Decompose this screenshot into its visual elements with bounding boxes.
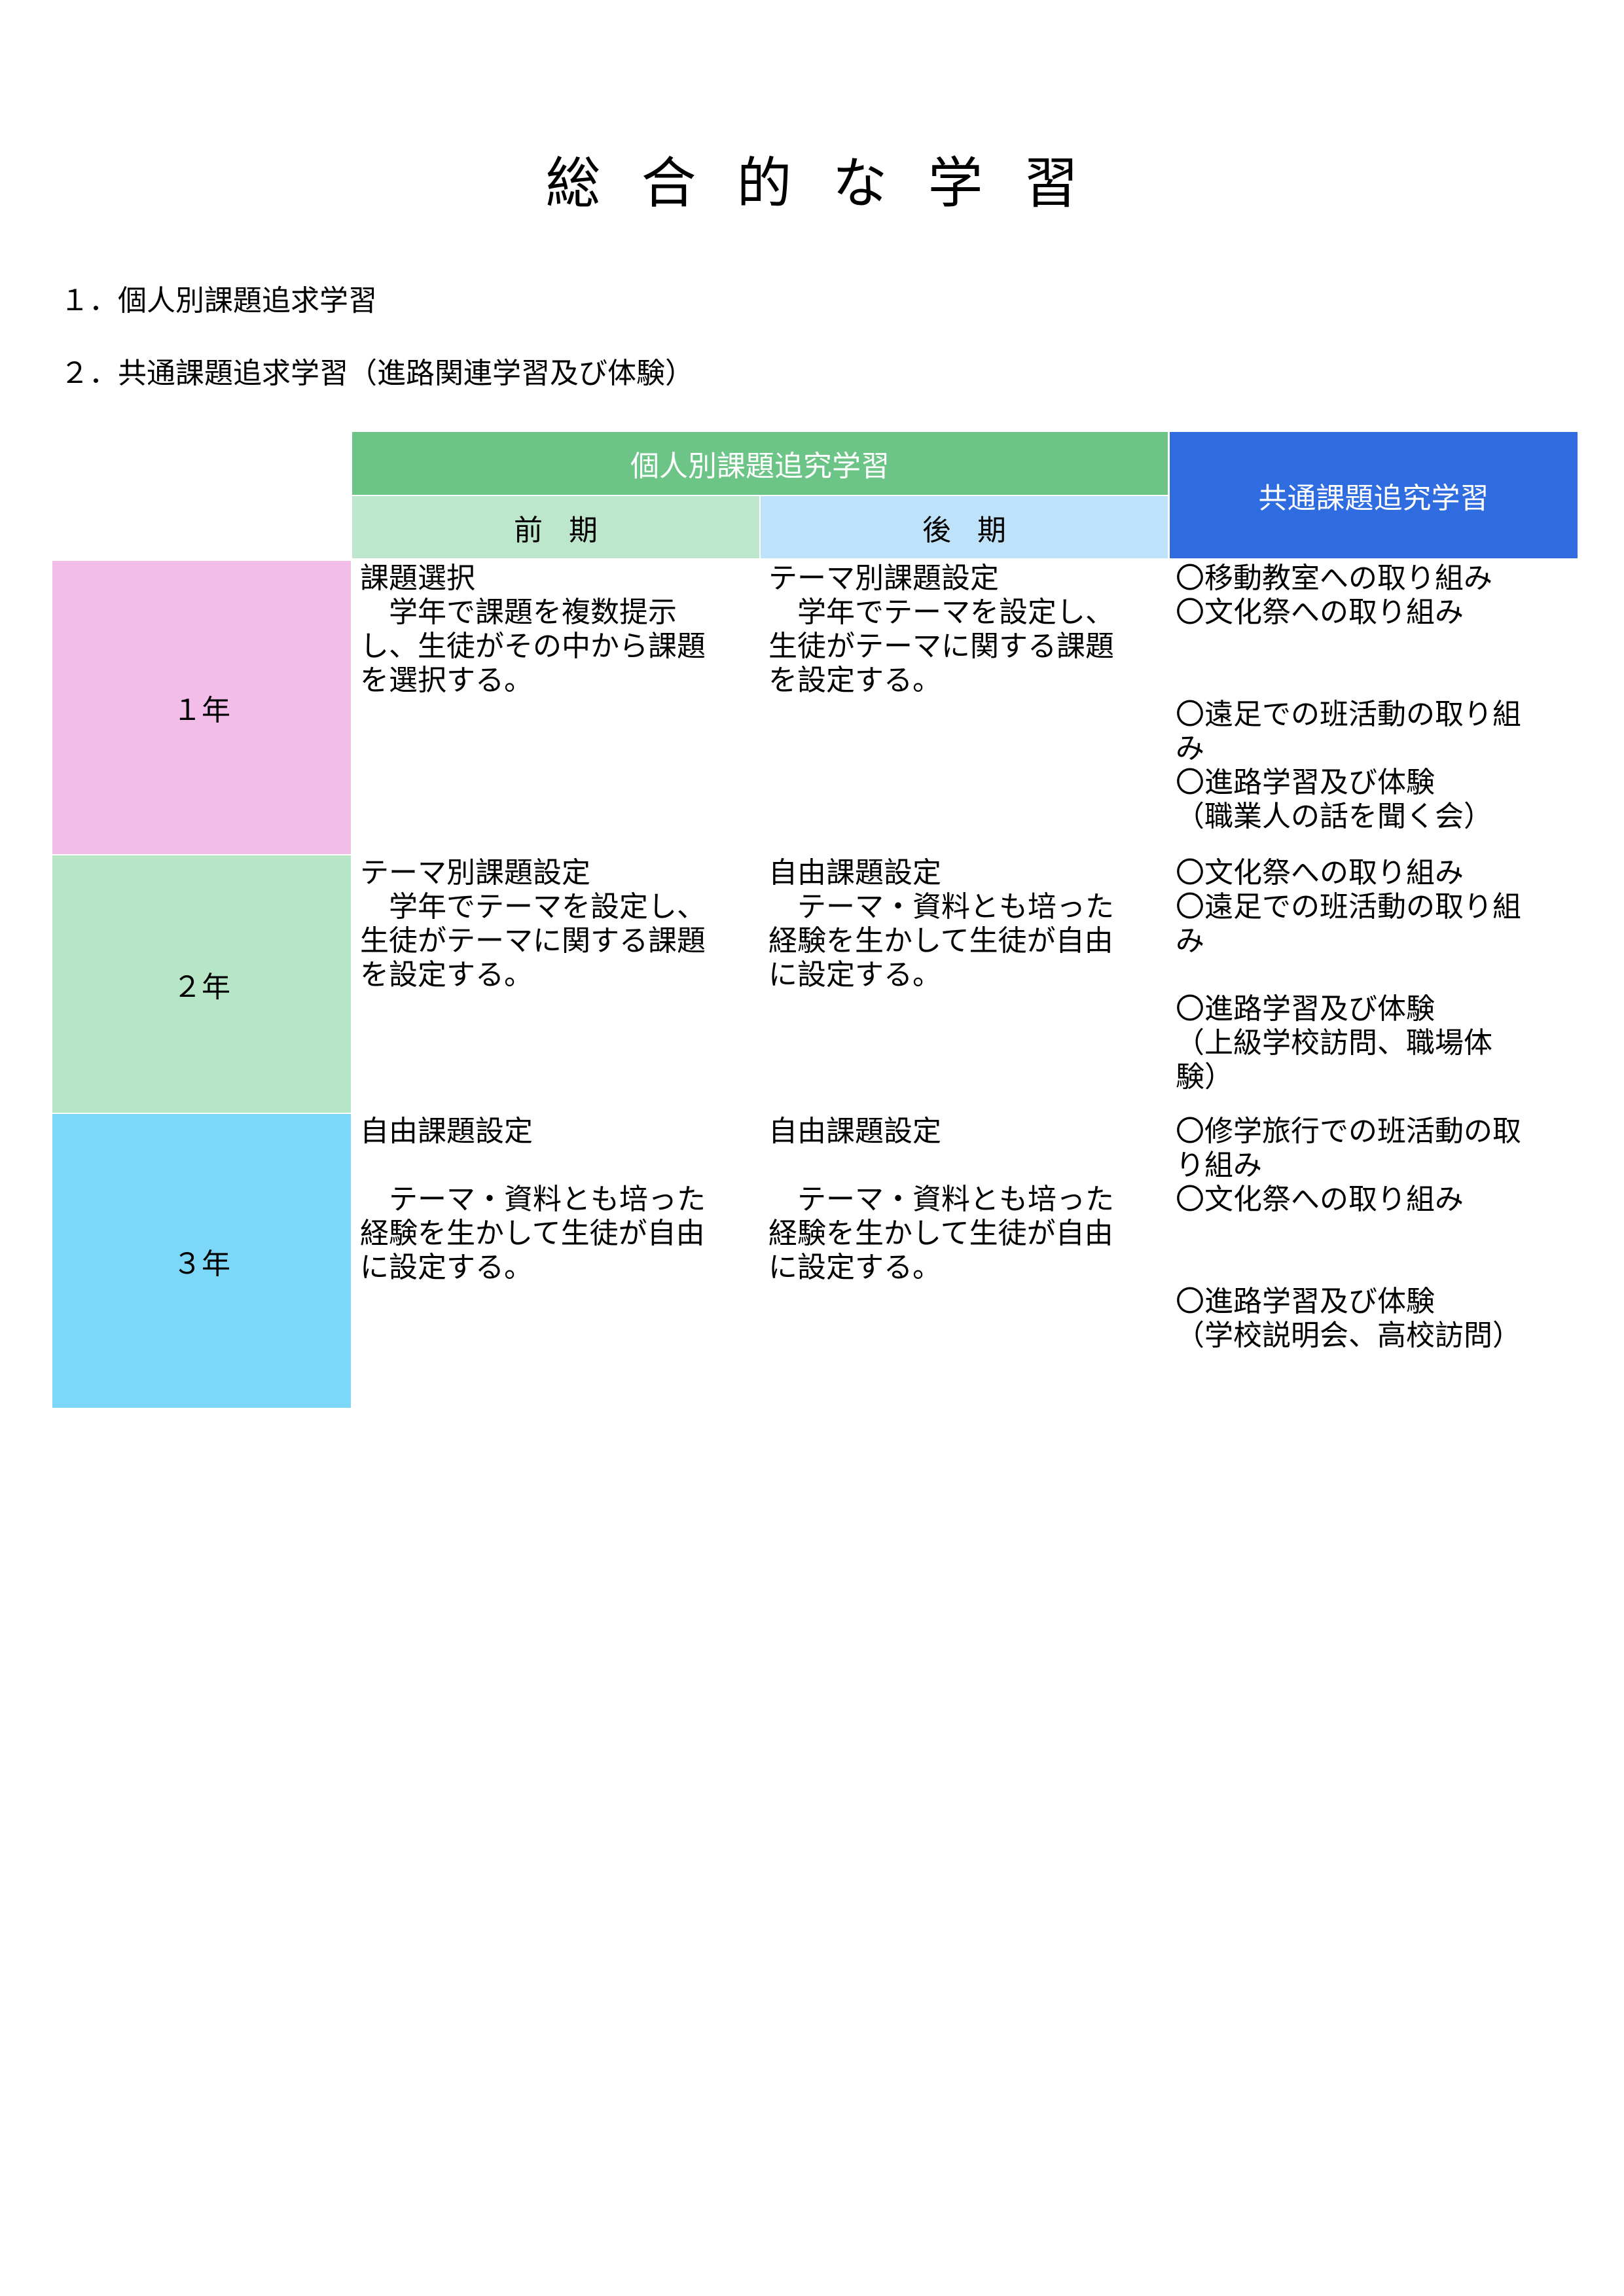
section-heading-2: ２．共通課題追求学習（進路関連学習及び体験）: [60, 357, 694, 390]
year-2-second-term: 自由課題設定 テーマ・資料とも培った 経験を生かして生徒が自由 に設定する。: [768, 856, 1114, 992]
year-1-second-term: テーマ別課題設定 学年でテーマを設定し、 生徒がテーマに関する課題 を設定する。: [768, 562, 1114, 697]
header-second-term: 後期: [761, 496, 1168, 558]
section-heading-1: １．個人別課題追求学習: [60, 284, 377, 317]
header-common-study: 共通課題追究学習: [1170, 432, 1578, 558]
year-3-label: ３年: [52, 1114, 351, 1408]
year-2-common-study: 〇文化祭への取り組み 〇遠足での班活動の取り組 み 〇進路学習及び体験 （上級学…: [1176, 856, 1521, 1094]
year-3-common-study: 〇修学旅行での班活動の取 り組み 〇文化祭への取り組み 〇進路学習及び体験 （学…: [1176, 1115, 1521, 1352]
year-3-second-term: 自由課題設定 テーマ・資料とも培った 経験を生かして生徒が自由 に設定する。: [768, 1115, 1114, 1284]
year-2-label: ２年: [52, 855, 351, 1113]
year-2-first-term: テーマ別課題設定 学年でテーマを設定し、 生徒がテーマに関する課題 を設定する。: [360, 856, 706, 992]
page-title: 総合的な学習: [545, 151, 1119, 215]
year-1-first-term: 課題選択 学年で課題を複数提示 し、生徒がその中から課題 を選択する。: [360, 562, 706, 697]
year-1-common-study: 〇移動教室への取り組み 〇文化祭への取り組み 〇遠足での班活動の取り組 み 〇進…: [1176, 562, 1521, 833]
header-individual-study: 個人別課題追究学習: [352, 432, 1168, 495]
year-3-first-term: 自由課題設定 テーマ・資料とも培った 経験を生かして生徒が自由 に設定する。: [360, 1115, 706, 1284]
year-1-label: １年: [52, 561, 351, 854]
header-first-term: 前期: [352, 496, 759, 558]
